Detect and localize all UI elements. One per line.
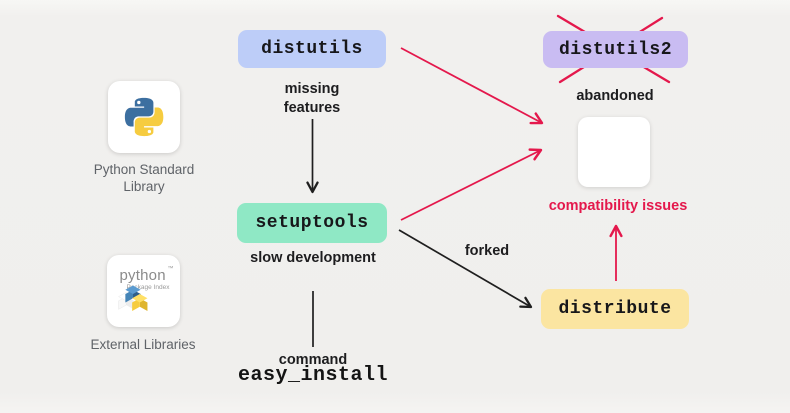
pypi-logo-subtext: Package Index bbox=[126, 284, 170, 291]
label-abandoned: abandoned bbox=[576, 88, 654, 104]
external-libraries-card: python ™ Package Index bbox=[107, 255, 180, 327]
edge-setuptools-compatibility bbox=[400, 148, 543, 221]
pypi-logo: python ™ Package Index bbox=[114, 263, 174, 319]
pypi-cubes-icon bbox=[117, 285, 147, 312]
label-easy-install: easy_install bbox=[237, 364, 389, 387]
node-distribute: distribute bbox=[541, 289, 689, 329]
node-setuptools: setuptools bbox=[237, 203, 387, 243]
label-command: command bbox=[278, 352, 348, 368]
python-logo-icon bbox=[124, 97, 164, 137]
pypi-logo-wordmark: python bbox=[119, 267, 166, 284]
external-libraries-caption: External Libraries bbox=[90, 337, 196, 352]
label-slow-development: slow development bbox=[250, 250, 376, 266]
python-standard-library-card bbox=[108, 81, 180, 153]
node-distutils: distutils bbox=[238, 30, 386, 68]
label-forked: forked bbox=[464, 243, 510, 259]
node-distutils2: distutils2 bbox=[543, 31, 688, 68]
pypi-trademark: ™ bbox=[167, 266, 174, 272]
label-missing-features: missing features bbox=[283, 81, 341, 116]
label-compatibility-issues: compatibility issues bbox=[548, 198, 688, 214]
python-standard-library-caption: Python Standard Library bbox=[93, 162, 195, 194]
compatibility-issues-card bbox=[578, 117, 650, 187]
edge-distutils-compatibility bbox=[400, 47, 544, 125]
